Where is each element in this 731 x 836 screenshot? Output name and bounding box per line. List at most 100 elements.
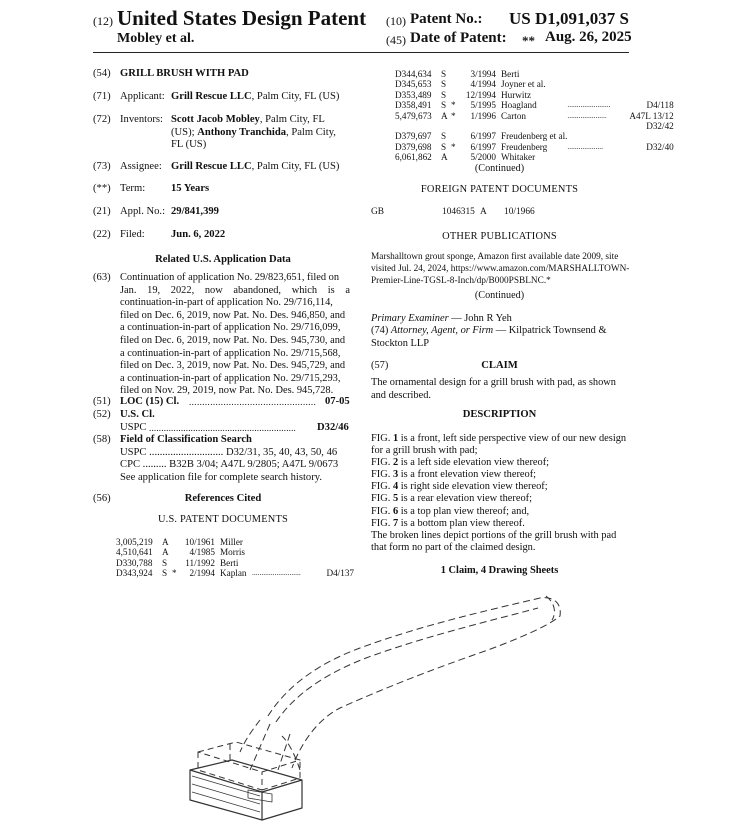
ref-number: D330,788 [116,557,153,568]
related-line: a continuation-in-part of application No… [120,322,341,334]
fig-description: is a rear elevation view thereof; [398,493,533,505]
us-patent-docs-heading: U.S. PATENT DOCUMENTS [157,514,289,525]
field-applicant: (71) Applicant: Grill Rescue LLC, Palm C… [93,91,353,105]
claim-line: The ornamental design for a grill brush … [371,377,616,388]
fig-number: 1 [392,433,399,444]
reference-row: D32/42 [395,121,674,131]
related-line: continuation-in-part of application No. … [120,297,333,309]
related-line: Continuation of application No. 29/823,6… [120,272,340,283]
related-line: a continuation-in-part of application No… [120,347,341,359]
ref-date: 3/1994 [470,69,496,79]
foreign-country: GB [371,207,385,217]
patent-number: US D1,091,037 S [509,9,629,28]
ref-class: A47L 13/12 [629,110,674,121]
search-label: Field of Classification Search [120,434,252,445]
description-line: The broken lines depict portions of the … [371,530,633,542]
ref-kind: S [441,69,447,79]
design-title: GRILL BRUSH WITH PAD [120,68,249,79]
applicant-location: , Palm City, FL (US) [251,91,340,102]
other-publications-text: Marshalltown grout sponge, Amazon first … [371,252,631,287]
claim-line: and described. [371,389,432,401]
description-line: for a grill brush with pad; [371,445,633,457]
claims-sheets-summary: 1 Claim, 4 Drawing Sheets [440,565,559,576]
field-title: (54) GRILL BRUSH WITH PAD [93,68,353,82]
date-of-patent: Aug. 26, 2025 [545,29,632,45]
ref-kind: S [441,79,447,90]
field-code: (22) [93,229,111,240]
ref-name: Carton [501,110,527,121]
ref-name: Berti [501,69,520,79]
field-label: Inventors: [120,114,163,125]
field-label: Filed: [120,229,145,240]
fig-number: 3 [392,469,399,481]
field-label: Applicant: [120,91,165,102]
ref-name: Morris [220,547,246,558]
patent-number-label: Patent No.: [410,11,483,27]
ref-number: D358,491 [395,100,432,111]
field-label: Term: [120,183,146,194]
description-line: FIG. 4 is right side elevation view ther… [371,481,633,493]
fig-description: is a front, left side perspective view o… [398,433,627,444]
fig-description: is a bottom plan view thereof. [398,517,525,529]
primary-examiner-name: — John R Yeh [448,313,512,324]
ref-kind: S [441,141,447,152]
ref-name: Freudenberg [501,141,548,152]
inventor-short-name: Mobley et al. [117,31,195,46]
description-line: FIG. 3 is a front elevation view thereof… [371,469,633,481]
foreign-kind: A [480,207,487,217]
appl-no-value: 29/841,399 [171,206,219,217]
inventor-2: Anthony Tranchida [197,126,287,138]
fig-description: for a grill brush with pad; [371,445,478,457]
ref-name: Miller [220,537,243,547]
ref-name: Kaplan [220,568,247,579]
header-rule [93,52,629,53]
ref-number: D379,698 [395,141,432,152]
ref-number: D379,697 [395,131,432,142]
foreign-number: 1046315 [442,207,475,217]
field-appl-no: (21) Appl. No.: 29/841,399 [93,206,353,220]
ref-date: 4/1994 [470,79,496,90]
field-term: (**) Term: 15 Years [93,183,353,197]
fig-label: FIG. [371,433,393,444]
foreign-doc-row: GB 1046315 A 10/1966 [371,206,629,218]
fig-number: 5 [392,493,399,505]
field-filed: (22) Filed: Jun. 6, 2022 [93,229,353,243]
ref-kind: S [441,100,447,111]
other-publications-continued: (Continued) [474,290,525,301]
ref-number: 4,510,641 [116,547,153,558]
fig-label: FIG. [371,517,393,529]
loc-class-label: LOC (15) Cl. [120,396,180,407]
leader-dots: ....................... [567,100,611,110]
ref-date: 1/1996 [470,110,496,121]
ref-star: * [451,110,456,121]
leader-dots: ........................................… [189,397,317,407]
ref-date: 5/1995 [470,100,496,111]
field-code: (73) [93,161,111,172]
related-line: a continuation-in-part of application No… [120,372,341,384]
ref-date: 2/1994 [189,568,215,579]
inventor-line-3: FL (US) [171,139,207,151]
ref-number: 3,005,219 [116,537,153,547]
inventor-1: Scott Jacob Mobley [171,114,260,125]
publication-line: Marshalltown grout sponge, Amazon first … [371,252,619,262]
field-assignee: (73) Assignee: Grill Rescue LLC, Palm Ci… [93,161,353,175]
ref-name: Whitaker [501,152,536,163]
references-continued: (Continued) [474,163,525,174]
claim-text: The ornamental design for a grill brush … [371,377,633,402]
loc-class-value: 07-05 [325,396,350,407]
field-code: (74) [371,325,389,336]
ref-kind: S [162,557,168,568]
related-line: filed on Nov. 29, 2019, now Pat. No. Des… [120,385,334,397]
ref-kind: A [441,152,448,163]
uspc-label: USPC [120,422,147,433]
